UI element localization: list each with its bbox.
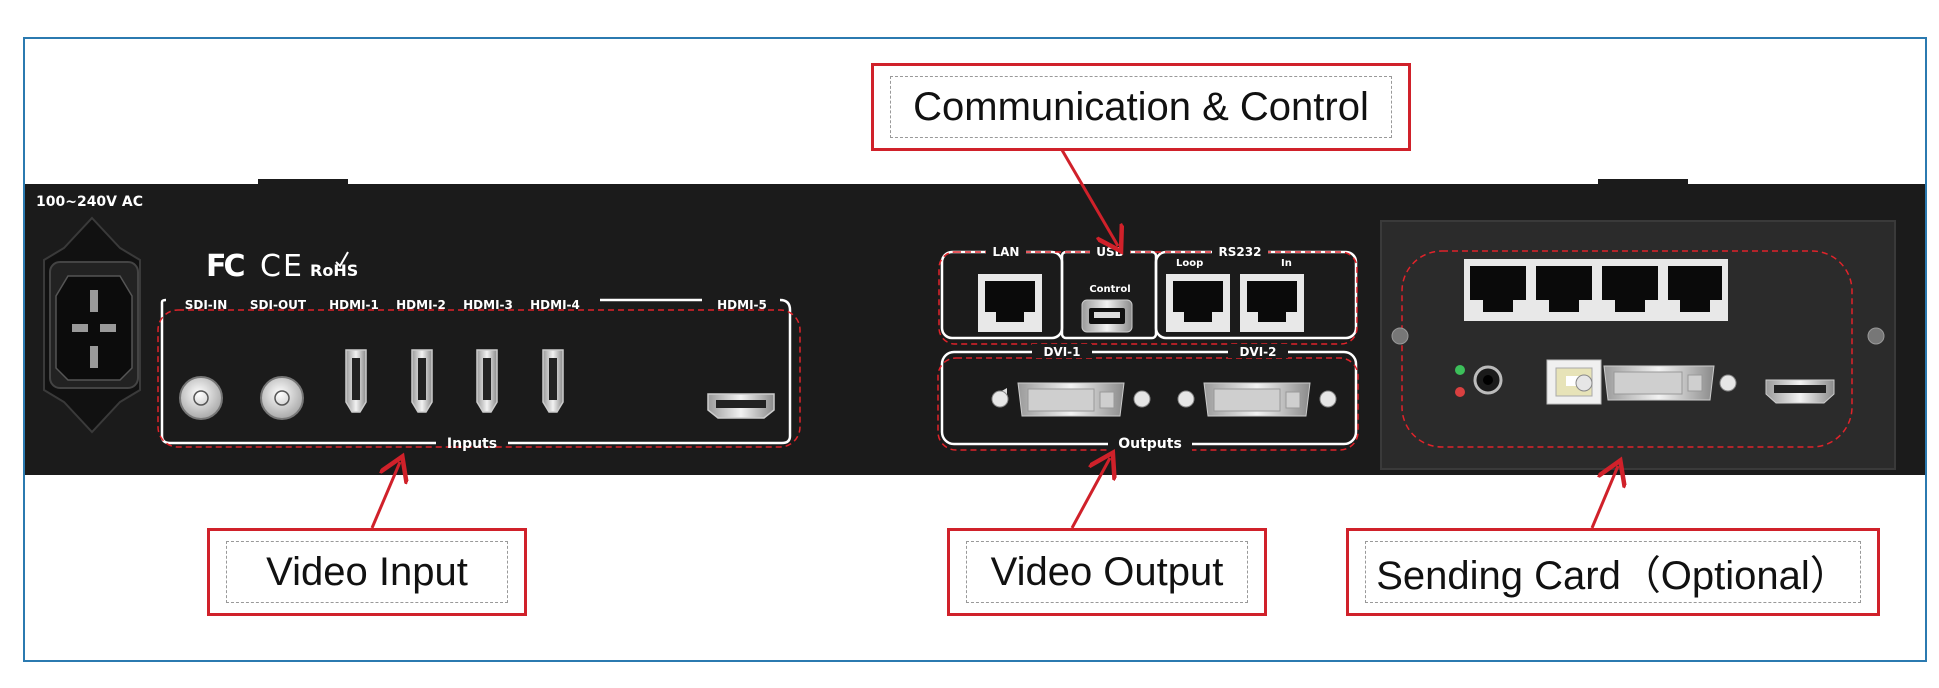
dvi-2-port: [1177, 382, 1337, 417]
status-led-green: [1455, 365, 1465, 375]
card-screw-left: [1391, 327, 1409, 345]
card-ethernet-ports: [1464, 259, 1728, 321]
card-screw-right: [1867, 327, 1885, 345]
inputs-bracket: [160, 298, 792, 445]
ce-logo: CE: [260, 249, 304, 284]
usb-label: USB: [1096, 245, 1124, 259]
card-audio-jack: [1473, 365, 1503, 395]
power-label: 100~240V AC: [36, 194, 143, 210]
video-output-highlight: [937, 357, 1359, 451]
rs232-loop-label: Loop: [1176, 258, 1203, 269]
power-socket: [43, 216, 141, 434]
callout-video-output-text: Video Output: [990, 549, 1224, 594]
rs232-loop-port: [1166, 274, 1230, 332]
video-input-arrow: [370, 462, 400, 529]
hdmi-4-port: [542, 349, 564, 413]
callout-video-input: Video Input: [207, 528, 527, 616]
callout-video-output: Video Output: [947, 528, 1267, 616]
callout-sending-card-text: Sending Card（Optional）: [1376, 554, 1850, 598]
rs232-in-label: In: [1281, 258, 1292, 269]
comm-highlight: [938, 251, 1358, 345]
sending-card-highlight: [1401, 250, 1853, 448]
sdi-out-port: [260, 376, 304, 420]
status-led-red: [1455, 387, 1465, 397]
rohs-logo: RoHS: [310, 261, 358, 280]
dvi-1-label: DVI-1: [1043, 345, 1080, 359]
usb-control-port: [1081, 299, 1133, 333]
dvi-1-port: [991, 382, 1151, 417]
rs232-label: RS232: [1219, 245, 1262, 259]
card-hdmi-port: [1765, 379, 1835, 404]
hdmi-5-port: [707, 393, 775, 419]
callout-communication-control-text: Communication & Control: [913, 84, 1369, 129]
dvi-2-label: DVI-2: [1239, 345, 1276, 359]
comm-arrow: [1060, 149, 1118, 246]
hdmi-1-port: [345, 349, 367, 413]
video-input-highlight: [157, 309, 801, 448]
port-label-sdi-in: SDI-IN: [185, 298, 228, 312]
lan-port: [978, 274, 1042, 332]
port-label-hdmi-3: HDMI-3: [463, 298, 513, 312]
usb-control-label: Control: [1089, 284, 1130, 295]
hdmi-3-port: [476, 349, 498, 413]
hdmi-2-port: [411, 349, 433, 413]
card-dvi-port: [1603, 365, 1737, 401]
rohs-check-icon: [335, 251, 349, 268]
card-screw: [1575, 374, 1593, 392]
port-label-hdmi-2: HDMI-2: [396, 298, 446, 312]
panel-foot: [1598, 179, 1688, 185]
card-usb-b-port: [1546, 359, 1602, 405]
port-label-hdmi-5: HDMI-5: [717, 298, 767, 312]
fc-logo: FC: [206, 249, 244, 284]
callout-communication-control: Communication & Control: [871, 63, 1411, 151]
rs232-in-port: [1240, 274, 1304, 332]
port-label-hdmi-4: HDMI-4: [530, 298, 580, 312]
panel-foot: [258, 179, 348, 185]
sending-card-arrow: [1590, 466, 1618, 529]
callout-sending-card: Sending Card（Optional）: [1346, 528, 1880, 616]
lan-label: LAN: [993, 245, 1020, 259]
callout-video-input-text: Video Input: [266, 549, 468, 594]
sdi-in-port: [179, 376, 223, 420]
outputs-group-label: Outputs: [1118, 436, 1182, 452]
sending-card-module: [1380, 220, 1896, 470]
port-label-hdmi-1: HDMI-1: [329, 298, 379, 312]
inputs-group-label: Inputs: [447, 436, 497, 452]
video-output-arrow: [1070, 458, 1110, 529]
port-label-sdi-out: SDI-OUT: [250, 298, 307, 312]
